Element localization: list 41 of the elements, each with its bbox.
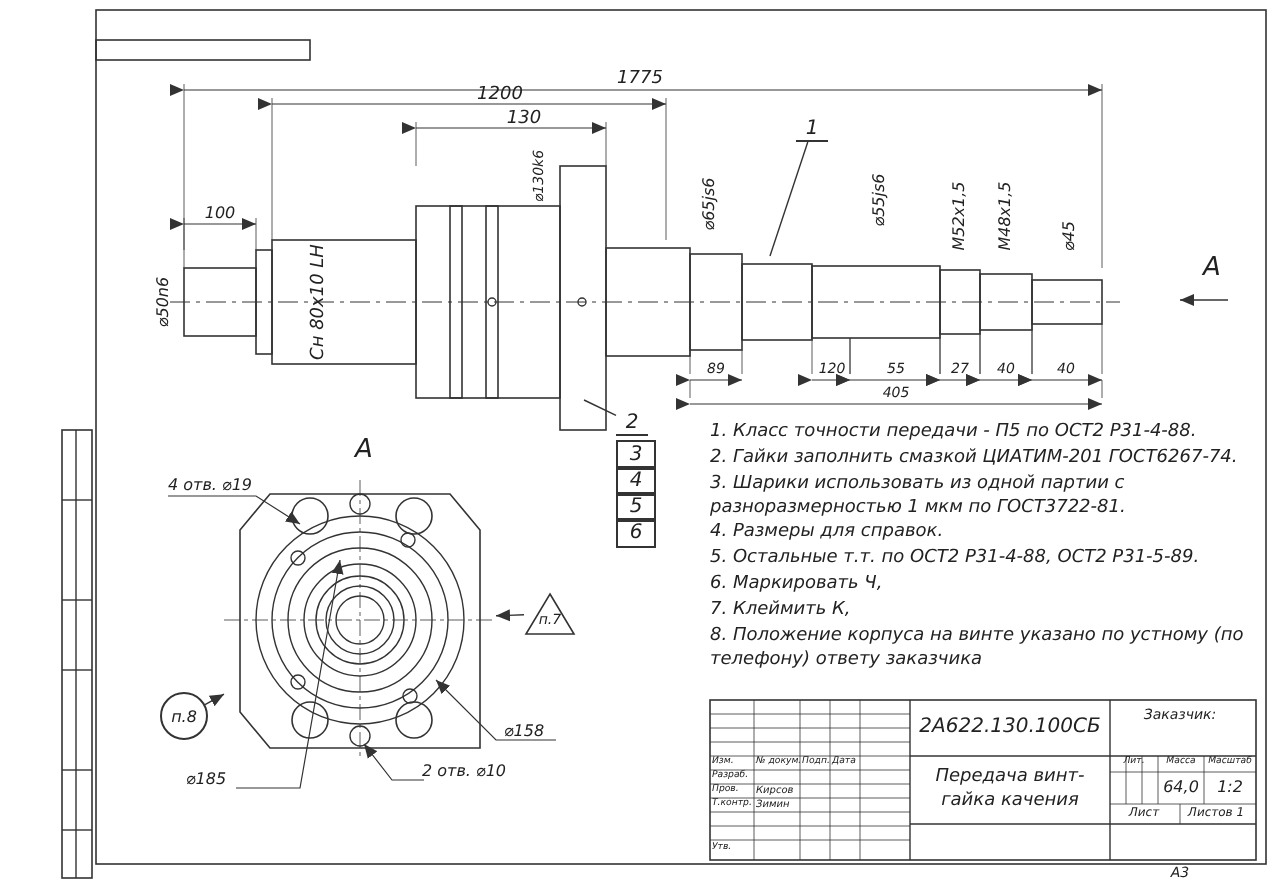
- leader-line: [495, 609, 525, 622]
- note-text: 2. Гайки заполнить смазкой ЦИАТИМ-201 ГОСТ6267-74.: [710, 448, 1240, 472]
- dimension-value: 4 отв. ⌀19: [168, 478, 252, 494]
- dimension-value: ⌀185: [185, 772, 227, 788]
- view-letter: A: [1203, 255, 1221, 281]
- thread-designation: М48х1,5: [998, 181, 1014, 251]
- note-text: 5. Остальные т.т. по ОСТ2 Р31-4-88, ОСТ2 Р31-5-89.: [710, 548, 1202, 572]
- dimension-value: 100: [204, 206, 236, 222]
- leader-line: [769, 141, 809, 257]
- drawing-title: Передача винт-гайка качения: [933, 766, 1087, 814]
- callout-number: 3: [616, 440, 656, 470]
- thread-designation: Сн 80х10 LH: [311, 244, 329, 360]
- dimension-value: 130: [506, 111, 542, 129]
- leader-line: [583, 399, 617, 417]
- note-text: 8. Положение корпуса на винте указано по устному (по телефону) ответу заказчика: [710, 626, 1246, 673]
- dimension-value: ⌀158: [503, 724, 545, 740]
- dimension-value: 1775: [617, 71, 663, 89]
- dimension-value: 2 отв. ⌀10: [422, 764, 506, 780]
- note-text: 1. Класс точности передачи - П5 по ОСТ2 Р31-4-88.: [710, 422, 1199, 446]
- leader-line: [204, 693, 225, 707]
- callout-number: 1: [796, 116, 828, 142]
- note-text: 6. Маркировать Ч,: [710, 574, 885, 598]
- dimension-value: 1200: [477, 87, 523, 105]
- callout-number: 2: [616, 410, 648, 436]
- note-text: 7. Клеймить К,: [710, 600, 853, 624]
- callout-number: 5: [616, 492, 656, 522]
- dimension-value: ⌀65js6: [702, 177, 718, 231]
- callout-number: 4: [616, 466, 656, 496]
- drawing-number: 2А622.130.100СБ: [919, 718, 1101, 738]
- mass-value: 64,0: [1163, 780, 1199, 796]
- flange-end-view-drawing: [223, 479, 497, 761]
- dimension-value: ⌀45: [1062, 221, 1078, 251]
- scale-value: 1:2: [1217, 780, 1243, 796]
- thread-designation: М52х1,5: [952, 181, 968, 251]
- view-letter: A: [355, 437, 373, 463]
- callout-number: 6: [616, 518, 656, 548]
- dimension-value: ⌀50n6: [156, 276, 172, 328]
- dimension-value: ⌀55js6: [872, 173, 888, 227]
- note-reference-circle: п.8: [160, 692, 208, 740]
- note-text: 4. Размеры для справок.: [710, 522, 946, 546]
- note-text: 3. Шарики использовать из одной партии с разноразмерностью 1 мкм по ГОСТ3722-81.: [710, 474, 1128, 521]
